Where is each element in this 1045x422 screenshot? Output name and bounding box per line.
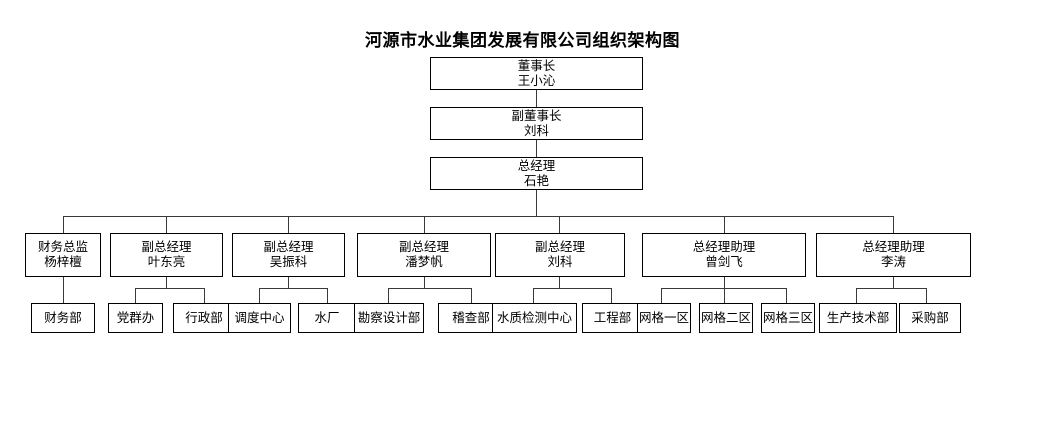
node-manager-wu-zhenke[interactable]: 副总经理 吴振科 [232, 233, 345, 277]
node-title: 总经理助理 [692, 239, 756, 255]
connector-ye-drop [166, 277, 168, 288]
node-vice-chairman[interactable]: 副董事长 刘科 [430, 107, 643, 140]
connector-wu-bar [259, 288, 328, 290]
node-manager-liu-ke[interactable]: 副总经理 刘科 [495, 233, 625, 277]
connector-ye-child-2 [204, 288, 206, 303]
connector-ye-bar [135, 288, 205, 290]
node-label: 网格一区 [638, 309, 689, 325]
node-label: 采购部 [911, 309, 949, 325]
connector-trunk-drop-7 [893, 216, 895, 233]
connector-wu-child-2 [327, 288, 329, 303]
node-general-manager[interactable]: 总经理 石艳 [430, 157, 643, 190]
connector-zeng-drop [724, 277, 726, 288]
node-label: 稽查部 [452, 309, 490, 325]
node-manager-ye-dongliang[interactable]: 副总经理 叶东亮 [110, 233, 223, 277]
connector-liuke-bar [533, 288, 612, 290]
connector-litao-child-2 [926, 288, 928, 303]
node-dept-grid-zone-2[interactable]: 网格二区 [699, 303, 753, 333]
node-title: 总经理助理 [862, 239, 925, 255]
node-manager-pan-mengfan[interactable]: 副总经理 潘梦帆 [357, 233, 491, 277]
connector-chairman-to-vice [536, 90, 538, 107]
connector-pan-drop [424, 277, 426, 288]
node-name: 石艳 [523, 172, 549, 188]
connector-liuke-child-2 [611, 288, 613, 303]
connector-trunk-drop-2 [166, 216, 168, 233]
connector-litao-bar [856, 288, 927, 290]
node-dept-grid-zone-1[interactable]: 网格一区 [637, 303, 691, 333]
node-title: 副总经理 [534, 239, 585, 255]
connector-wu-child-1 [259, 288, 261, 303]
node-title: 副总经理 [141, 239, 192, 255]
connector-litao-drop [893, 277, 895, 288]
node-label: 网格三区 [762, 309, 813, 325]
connector-vice-to-gm [536, 140, 538, 157]
node-dept-party-affairs[interactable]: 党群办 [108, 303, 163, 333]
node-name: 王小沁 [517, 72, 556, 88]
node-name: 曾剑飞 [705, 254, 743, 269]
connector-liuke-drop [559, 277, 561, 288]
connector-pan-child-2 [471, 288, 473, 303]
node-label: 工程部 [593, 309, 632, 325]
node-dept-administration[interactable]: 行政部 [173, 303, 235, 333]
connector-trunk-drop-4 [424, 216, 426, 233]
page-title: 河源市水业集团发展有限公司组织架构图 [365, 31, 680, 51]
node-title: 副总经理 [263, 239, 314, 255]
connector-manager-trunk [63, 216, 894, 218]
node-name: 吴振科 [269, 254, 308, 269]
node-label: 水质检测中心 [496, 309, 572, 325]
node-manager-li-tao[interactable]: 总经理助理 李涛 [816, 233, 971, 277]
node-dept-grid-zone-3[interactable]: 网格三区 [761, 303, 815, 333]
node-dept-engineering[interactable]: 工程部 [582, 303, 643, 333]
node-manager-finance-director[interactable]: 财务总监 杨梓檀 [25, 233, 101, 277]
connector-litao-child-1 [856, 288, 858, 303]
connector-trunk-drop-1 [63, 216, 65, 233]
connector-pan-child-1 [388, 288, 390, 303]
connector-trunk-drop-3 [288, 216, 290, 233]
node-name: 杨梓檀 [44, 254, 82, 269]
node-chairman[interactable]: 董事长 王小沁 [430, 57, 643, 90]
node-dept-procurement[interactable]: 采购部 [899, 303, 961, 333]
node-name: 潘梦帆 [405, 254, 443, 269]
node-manager-zeng-jianfei[interactable]: 总经理助理 曾剑飞 [642, 233, 806, 277]
node-title: 董事长 [517, 57, 556, 73]
connector-gm-drop [536, 190, 538, 216]
node-title: 总经理 [517, 157, 556, 173]
connector-trunk-drop-6 [724, 216, 726, 233]
connector-trunk-drop-5 [559, 216, 561, 233]
node-title: 副总经理 [398, 239, 449, 255]
connector-wu-drop [288, 277, 290, 288]
node-dept-dispatch-center[interactable]: 调度中心 [228, 303, 291, 333]
node-label: 行政部 [185, 309, 223, 325]
node-label: 财务部 [44, 309, 82, 325]
node-label: 生产技术部 [826, 309, 890, 325]
node-name: 刘科 [547, 254, 573, 269]
node-label: 水厂 [314, 309, 340, 325]
connector-liuke-child-1 [533, 288, 535, 303]
node-name: 刘科 [523, 122, 549, 138]
node-label: 调度中心 [234, 309, 285, 325]
node-dept-survey-design[interactable]: 勘察设计部 [354, 303, 424, 333]
node-dept-water-quality-center[interactable]: 水质检测中心 [492, 303, 577, 333]
connector-pan-bar [388, 288, 472, 290]
node-label: 网格二区 [700, 309, 751, 325]
connector-zeng-child-1 [661, 288, 663, 303]
node-title: 财务总监 [37, 239, 88, 255]
node-dept-production-technology[interactable]: 生产技术部 [819, 303, 897, 333]
node-dept-finance[interactable]: 财务部 [31, 303, 95, 333]
node-label: 党群办 [116, 309, 155, 325]
connector-zeng-child-3 [786, 288, 788, 303]
node-dept-water-plant[interactable]: 水厂 [298, 303, 356, 333]
node-label: 勘察设计部 [357, 309, 421, 325]
node-title: 副董事长 [511, 107, 562, 123]
node-name: 李涛 [880, 254, 906, 269]
connector-ye-child-1 [135, 288, 137, 303]
connector-zeng-child-2 [724, 288, 726, 303]
node-name: 叶东亮 [147, 254, 186, 269]
connector-finance-director-to-dept [63, 277, 65, 303]
